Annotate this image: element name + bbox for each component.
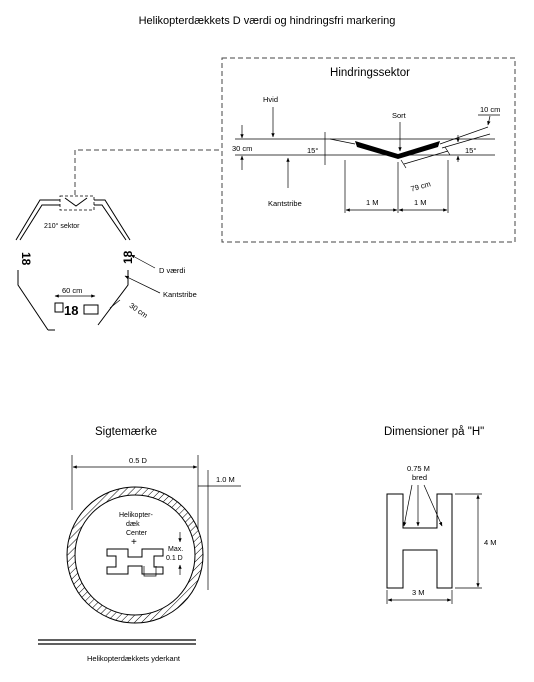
page-title: Helikopterdækkets D værdi og hindringsfr… <box>139 15 396 27</box>
label-kantstribe-sector: Kantstribe <box>268 199 302 208</box>
deck-number-right: 18 <box>121 250 135 264</box>
small-h-cutout <box>143 566 157 577</box>
label-1m-circle: 1.0 M <box>216 475 235 484</box>
deck-edge-left <box>17 270 49 331</box>
big-h-symbol <box>386 493 453 589</box>
label-10cm: 10 cm <box>480 105 500 114</box>
center-cross: + <box>131 537 137 548</box>
deck-outline-group: 210° sektor 18 18 18 D værdi 60 cm Kants… <box>15 195 197 331</box>
label-4m: 4 M <box>484 538 497 547</box>
label-center-3: Center <box>126 530 148 537</box>
label-d-value: D værdi <box>159 266 186 275</box>
black-chevron <box>355 141 440 159</box>
dim-79cm-tick-b <box>444 146 451 156</box>
label-kantstribe-deck: Kantstribe <box>163 290 197 299</box>
deck-edge-top-right-inner <box>92 204 127 241</box>
arrow-d-value <box>130 254 156 269</box>
arrow-bred-right <box>423 484 443 527</box>
deck-number-left: 18 <box>19 252 33 266</box>
dim-79cm <box>403 150 449 165</box>
label-075m: 0.75 M <box>407 464 430 473</box>
aiming-circle-group: Sigtemærke 0.5 D 1.0 M Helikopter- dæk C… <box>38 426 241 663</box>
h-dimensions-group: Dimensioner på "H" 0.75 M bred 4 M 3 M <box>384 426 497 604</box>
label-bred: bred <box>412 473 427 482</box>
label-angle-left: 15° <box>307 146 318 155</box>
chevron-guide-right-lower <box>441 133 491 149</box>
chevron-guide-right <box>439 126 489 145</box>
arrow-kantstribe-deck <box>124 275 161 294</box>
obstacle-sector-panel: Hindringssektor Hvid Sort 10 cm 30 cm 15… <box>221 57 516 243</box>
obstacle-sector-title: Hindringssektor <box>330 67 410 79</box>
label-max-d: 0.1 D <box>166 555 183 562</box>
label-max: Max. <box>168 546 183 553</box>
deck-number-bottom: 18 <box>64 303 78 318</box>
deck-edge-top-left-inner <box>19 204 62 241</box>
label-1m-right: 1 M <box>414 198 427 207</box>
small-h-symbol <box>106 548 164 575</box>
aiming-ring-inner <box>74 494 196 616</box>
aiming-title: Sigtemærke <box>95 426 157 438</box>
deck-edge-top-right <box>92 199 131 241</box>
label-center-2: dæk <box>126 521 140 528</box>
deck-edge-right <box>97 270 129 326</box>
deck-bottom-mark-right <box>83 304 99 315</box>
arrow-bred-left <box>403 484 413 527</box>
label-outer-edge: Helikopterdækkets yderkant <box>87 654 181 663</box>
deck-bottom-mark <box>54 302 64 313</box>
deck-edge-top-left <box>15 199 62 241</box>
label-center-1: Helikopter- <box>119 512 154 519</box>
chevron-guide-left <box>329 138 356 145</box>
label-60cm: 60 cm <box>62 286 82 295</box>
label-half-d: 0.5 D <box>129 456 148 465</box>
label-sort: Sort <box>392 111 407 120</box>
dim-30cm-deck <box>109 299 121 309</box>
sector-chevron <box>64 197 88 207</box>
dim-79cm-tick-a <box>400 159 407 169</box>
label-1m-left: 1 M <box>366 198 379 207</box>
label-79cm: 79 cm <box>410 179 432 193</box>
label-30cm-sector: 30 cm <box>232 144 252 153</box>
label-angle-right: 15° <box>465 146 476 155</box>
label-hvid: Hvid <box>263 95 278 104</box>
dim-10cm-arrow <box>487 115 491 126</box>
label-30cm-deck: 30 cm <box>128 301 150 320</box>
obstacle-sector-frame <box>221 57 516 243</box>
sector-connector <box>74 149 222 195</box>
h-dims-title: Dimensioner på "H" <box>384 426 484 438</box>
label-3m: 3 M <box>412 588 425 597</box>
label-210-sector: 210° sektor <box>44 222 80 230</box>
